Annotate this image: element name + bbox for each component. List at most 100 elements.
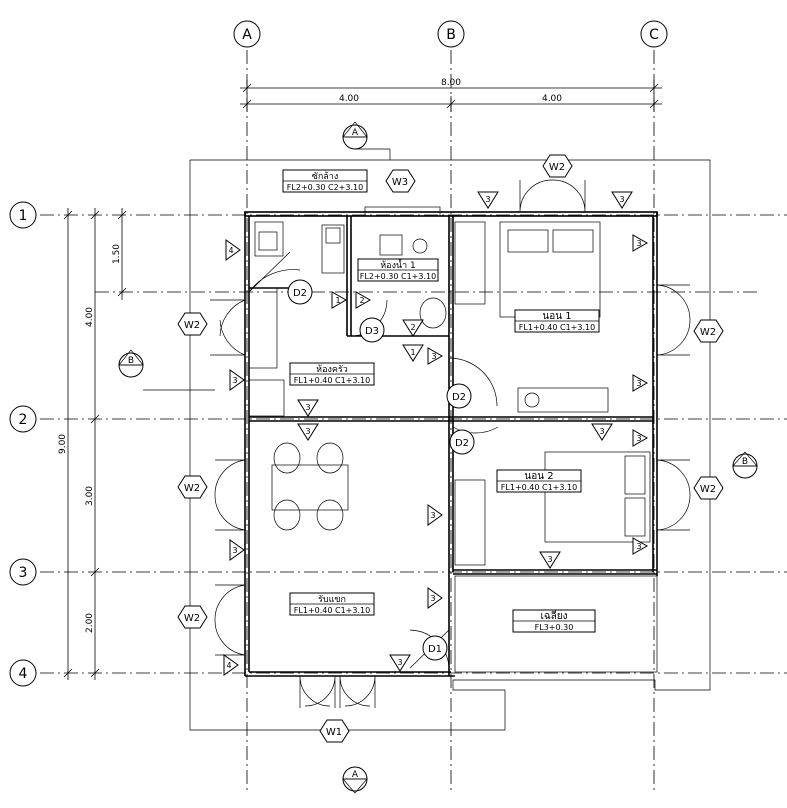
svg-text:ห้องน้ำ 1: ห้องน้ำ 1 [380, 258, 416, 271]
tag-d1: D1 [422, 635, 448, 661]
svg-text:2: 2 [410, 323, 415, 332]
svg-text:W2: W2 [184, 320, 200, 331]
dimension-top: 8.00 4.00 4.00 [240, 78, 662, 112]
svg-text:3: 3 [430, 511, 435, 520]
svg-text:D1: D1 [428, 644, 442, 655]
svg-text:4: 4 [228, 246, 233, 255]
svg-text:FL2+0.30 C1+3.10: FL2+0.30 C1+3.10 [360, 272, 436, 281]
room-label-bedroom1: นอน 1 FL1+0.40 C1+3.10 [514, 309, 600, 333]
svg-text:W2: W2 [700, 327, 716, 338]
tag-w2-left-1: W2 [177, 312, 208, 336]
elevation-markers: 3 3 4 3 3 3 3 3 3 3 3 3 4 1 2 1 2 3 3 [223, 191, 649, 676]
tag-w2-right-2: W2 [693, 476, 724, 500]
svg-text:C: C [649, 27, 659, 43]
svg-text:B: B [742, 457, 748, 467]
svg-text:A: A [352, 770, 359, 780]
svg-text:3: 3 [599, 427, 604, 436]
room-label-laundry: ซักล้าง FL2+0.30 C2+3.10 [282, 169, 368, 193]
furniture [248, 221, 651, 566]
svg-text:3: 3 [305, 427, 310, 436]
grid-bubble-3: 3 [9, 558, 37, 586]
svg-text:3: 3 [397, 658, 402, 667]
svg-text:D2: D2 [452, 392, 466, 403]
svg-text:3: 3 [232, 546, 237, 555]
tag-d3: D3 [359, 317, 385, 343]
svg-text:เฉลียง: เฉลียง [540, 610, 567, 622]
svg-text:D2: D2 [455, 438, 469, 449]
tag-d2-bedroom1: D2 [446, 383, 472, 409]
svg-text:D2: D2 [293, 288, 307, 299]
svg-text:3: 3 [19, 565, 28, 581]
svg-text:3: 3 [619, 195, 624, 204]
svg-text:D3: D3 [365, 326, 379, 337]
svg-text:W2: W2 [549, 162, 565, 173]
svg-text:2: 2 [359, 296, 364, 305]
svg-text:W2: W2 [700, 484, 716, 495]
tag-w2-right-1: W2 [693, 319, 724, 343]
svg-text:1: 1 [410, 348, 415, 357]
roof-outline [189, 159, 711, 731]
room-label-living: รับแขก FL1+0.40 C1+3.10 [289, 592, 375, 616]
svg-text:3: 3 [232, 376, 237, 385]
dim-bay-left: 4.00 [339, 94, 359, 104]
svg-text:FL1+0.40 C1+3.10: FL1+0.40 C1+3.10 [294, 606, 370, 615]
svg-text:2: 2 [19, 412, 28, 428]
svg-text:FL2+0.30 C2+3.10: FL2+0.30 C2+3.10 [287, 183, 363, 192]
svg-text:3: 3 [636, 379, 641, 388]
svg-text:3: 3 [636, 542, 641, 551]
svg-text:3: 3 [485, 195, 490, 204]
svg-text:3: 3 [305, 403, 310, 412]
svg-text:FL1+0.40 C1+3.10: FL1+0.40 C1+3.10 [294, 376, 370, 385]
svg-text:1: 1 [335, 296, 340, 305]
svg-text:4: 4 [19, 666, 28, 682]
svg-text:W3: W3 [392, 177, 408, 188]
svg-text:3: 3 [547, 555, 552, 564]
svg-text:4: 4 [226, 661, 231, 670]
room-label-terrace: เฉลียง FL3+0.30 [512, 609, 596, 633]
tag-w2-top: W2 [542, 154, 573, 178]
tag-d2-bedroom2: D2 [449, 429, 475, 455]
grid-lines [40, 50, 787, 790]
svg-text:FL1+0.40 C1+3.10: FL1+0.40 C1+3.10 [501, 483, 577, 492]
windows [210, 179, 691, 708]
room-label-bathroom: ห้องน้ำ 1 FL2+0.30 C1+3.10 [357, 258, 439, 282]
svg-text:1: 1 [19, 208, 28, 224]
svg-text:นอน 2: นอน 2 [524, 471, 553, 482]
tag-w2-left-2: W2 [177, 475, 208, 499]
svg-text:W2: W2 [184, 483, 200, 494]
dimension-left: 9.00 4.00 3.00 2.00 1.50 [58, 208, 127, 680]
dim-overall-width: 8.00 [441, 78, 461, 88]
svg-text:FL3+0.30: FL3+0.30 [535, 623, 574, 632]
svg-text:W2: W2 [184, 613, 200, 624]
grid-bubble-2: 2 [9, 405, 37, 433]
dim-row-1-2: 4.00 [85, 307, 95, 327]
svg-text:B: B [446, 27, 456, 43]
svg-text:ซักล้าง: ซักล้าง [312, 171, 339, 182]
tag-w2-left-3: W2 [177, 605, 208, 629]
svg-text:3: 3 [636, 239, 641, 248]
dim-row-2-3: 3.00 [85, 486, 95, 506]
grid-bubble-4: 4 [9, 659, 37, 687]
svg-text:นอน 1: นอน 1 [542, 311, 571, 322]
svg-text:3: 3 [636, 434, 641, 443]
svg-text:3: 3 [431, 352, 436, 361]
section-marker-b-left: B [118, 349, 215, 391]
svg-text:A: A [352, 128, 359, 138]
section-marker-a-bottom: A [342, 766, 368, 794]
svg-text:3: 3 [430, 594, 435, 603]
room-label-bedroom2: นอน 2 FL1+0.40 C1+3.10 [496, 469, 582, 493]
dim-row-3-4: 2.00 [85, 613, 95, 633]
dim-sub: 1.50 [112, 244, 122, 264]
section-marker-b-right: B [732, 451, 758, 479]
svg-text:B: B [128, 356, 134, 366]
svg-text:FL1+0.40 C1+3.10: FL1+0.40 C1+3.10 [519, 323, 595, 332]
grid-bubble-1: 1 [9, 201, 37, 229]
svg-text:ห้องครัว: ห้องครัว [316, 364, 348, 375]
svg-text:W1: W1 [326, 727, 342, 738]
section-marker-a-top: A [342, 121, 391, 160]
grid-bubble-b: B [437, 20, 465, 48]
dim-bay-right: 4.00 [542, 94, 562, 104]
svg-text:รับแขก: รับแขก [318, 595, 346, 605]
tag-d2-laundry: D2 [287, 279, 313, 305]
